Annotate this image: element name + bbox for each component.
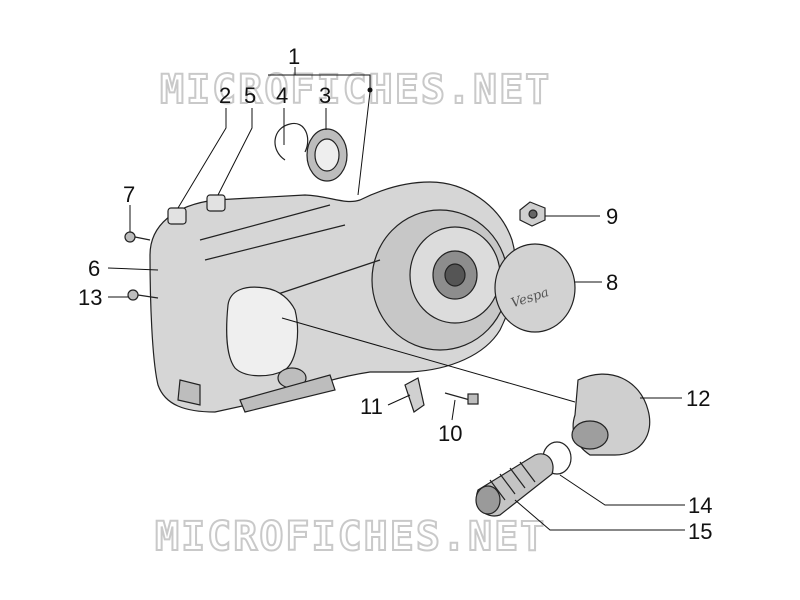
flexible-sleeve-15 xyxy=(475,453,554,517)
leader-10 xyxy=(451,399,456,421)
callout-14: 14 xyxy=(688,493,712,518)
watermark-bottom: MICROFICHES.NET xyxy=(155,514,546,560)
leader-2 xyxy=(177,108,227,209)
callout-2: 2 xyxy=(219,83,231,108)
leader-1-dot xyxy=(367,87,373,93)
intake-duct-12 xyxy=(571,373,651,456)
callout-11: 11 xyxy=(360,394,383,419)
callout-3: 3 xyxy=(319,83,331,108)
leader-6 xyxy=(107,267,159,271)
callout-7: 7 xyxy=(123,182,135,207)
leader-lines xyxy=(107,67,685,531)
callout-8: 8 xyxy=(606,270,618,295)
leader-11 xyxy=(387,394,411,406)
callout-6: 6 xyxy=(88,256,100,281)
callout-10: 10 xyxy=(438,421,462,446)
clip-nut-9 xyxy=(519,201,546,227)
circlip-4 xyxy=(274,122,309,161)
screw-13 xyxy=(127,289,159,301)
leader-1-drop xyxy=(357,91,371,196)
screw-7 xyxy=(124,231,151,243)
callout-5: 5 xyxy=(244,83,256,108)
callout-12: 12 xyxy=(686,386,710,411)
callout-13: 13 xyxy=(78,285,102,310)
callout-15: 15 xyxy=(688,519,712,544)
leader-14 xyxy=(559,474,685,506)
leader-15 xyxy=(514,499,685,531)
emblem-cover-8: Vespa xyxy=(494,243,576,333)
callout-4: 4 xyxy=(276,83,288,108)
leader-12-cover xyxy=(281,317,576,403)
dowel-bushing-2 xyxy=(167,207,187,225)
leader-1 xyxy=(268,74,371,88)
leader-5 xyxy=(217,108,253,196)
transmission-cover xyxy=(149,181,517,413)
callout-1: 1 xyxy=(288,44,300,69)
callout-numbers: 1 2 5 4 3 7 6 13 9 8 12 11 10 14 15 xyxy=(78,44,712,544)
bearing-3 xyxy=(306,128,348,182)
bracket-11 xyxy=(404,377,425,413)
dowel-bushing-5 xyxy=(206,194,226,212)
bolt-10 xyxy=(444,392,479,405)
callout-9: 9 xyxy=(606,204,618,229)
watermark-top: MICROFICHES.NET xyxy=(160,67,551,113)
